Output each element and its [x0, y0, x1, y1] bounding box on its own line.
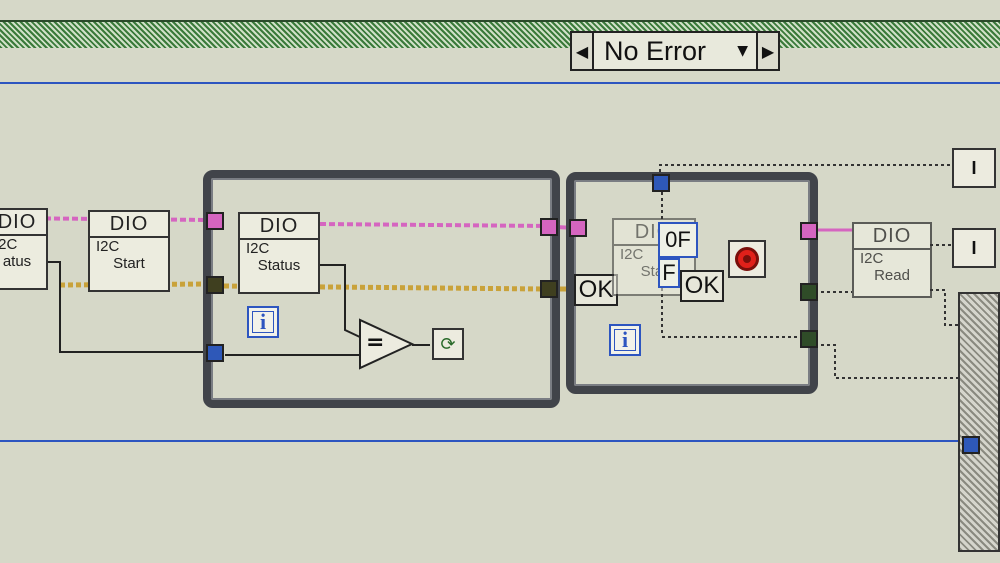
iteration-label: i — [621, 327, 629, 352]
triangle-right-icon[interactable]: ▶ — [756, 33, 778, 69]
index-block-middle[interactable]: I — [952, 228, 996, 268]
loop1-condition-terminal[interactable]: ⟳ — [432, 328, 464, 360]
ok-constant-left[interactable]: OK — [574, 274, 618, 306]
subvi-title: DIO — [240, 214, 318, 240]
loop2-tunnel-top[interactable] — [652, 174, 670, 192]
loop1-tunnel-cluster-in[interactable] — [206, 276, 224, 294]
loop2-tunnel-out-1[interactable] — [800, 283, 818, 301]
triangle-left-icon[interactable]: ◀ — [572, 33, 594, 69]
subvi-line1: I2C — [620, 246, 644, 263]
loop1-tunnel-error-in[interactable] — [206, 212, 224, 230]
loop1-tunnel-error-out[interactable] — [540, 218, 558, 236]
black-wire-compare — [320, 264, 363, 339]
blue-guide-line-top — [0, 82, 1000, 84]
equals-compare-node[interactable] — [359, 318, 415, 370]
triangle-down-icon[interactable]: ▼ — [737, 43, 748, 59]
pink-wire-left — [0, 216, 211, 222]
loop2-tunnel-error-out[interactable] — [800, 222, 818, 240]
loop2-tunnel-error-in[interactable] — [569, 219, 587, 237]
hex-constant[interactable]: 0F — [658, 222, 698, 258]
loop1-iteration-terminal[interactable]: i — [247, 306, 279, 338]
iteration-label: i — [259, 309, 267, 334]
subvi-title: DIO — [854, 224, 930, 250]
error-cluster-control[interactable]: ◀ No Error ▼ ▶ — [570, 31, 780, 71]
subvi-title: DIO — [90, 212, 168, 238]
dio-i2c-status-subvi[interactable]: DIO I2C Status — [238, 212, 320, 294]
index-label: I — [971, 157, 977, 178]
dotted-wire-top — [659, 164, 952, 178]
stop-icon — [735, 247, 759, 271]
olive-wire-loop1 — [223, 283, 546, 292]
hex-constant-2[interactable]: F — [658, 258, 680, 288]
index-block-top[interactable]: I — [952, 148, 996, 188]
right-structure-frame[interactable] — [958, 292, 1000, 552]
subvi-line1: I2C — [96, 238, 120, 255]
dotted-wire-to-right-structure — [815, 344, 960, 379]
subvi-line1: I2C — [860, 250, 884, 267]
dotted-wire-read-down — [930, 289, 962, 326]
blue-guide-line-bottom — [0, 440, 960, 442]
subvi-title: DIO — [0, 210, 46, 236]
subvi-line2: Start — [113, 255, 145, 272]
subvi-line2: Read — [874, 267, 910, 284]
loop2-tunnel-out-2[interactable] — [800, 330, 818, 348]
pink-wire-loop1 — [319, 222, 551, 228]
equals-symbol: = — [366, 330, 385, 355]
error-status-value: No Error — [604, 35, 707, 66]
subvi-line1: I2C — [246, 240, 270, 257]
loop1-tunnel-blue-in[interactable] — [206, 344, 224, 362]
dio-i2c-start-subvi[interactable]: DIO I2C Start — [88, 210, 170, 292]
status-bar — [0, 20, 1000, 48]
loop1-tunnel-cluster-out[interactable] — [540, 280, 558, 298]
black-wire-status-out — [48, 261, 205, 353]
right-structure-tunnel[interactable] — [962, 436, 980, 454]
loop2-iteration-terminal[interactable]: i — [609, 324, 641, 356]
subvi-line2: Status — [257, 257, 301, 274]
subvi-line1: I2C — [0, 236, 18, 253]
ok-constant-right[interactable]: OK — [680, 270, 724, 302]
dio-i2c-read-subvi[interactable]: DIO I2C Read — [852, 222, 932, 298]
subvi-line2: atus — [2, 253, 32, 270]
loop-arrow-icon: ⟳ — [440, 333, 456, 355]
stop-button[interactable] — [728, 240, 766, 278]
index-label: I — [971, 237, 977, 258]
dio-i2c-status-subvi-left[interactable]: DIO I2C atus — [0, 208, 48, 290]
